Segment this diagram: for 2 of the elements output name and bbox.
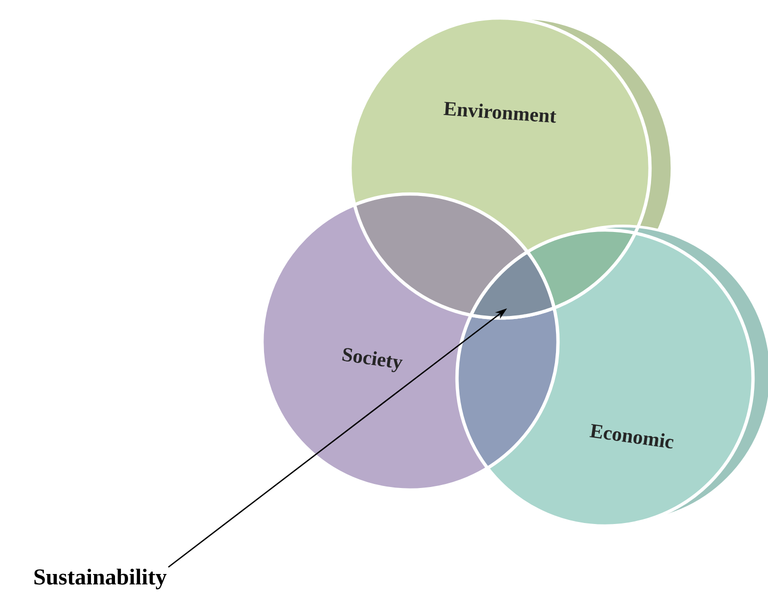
overlap-region: [470, 250, 556, 320]
callout-label: Sustainability: [34, 568, 167, 590]
